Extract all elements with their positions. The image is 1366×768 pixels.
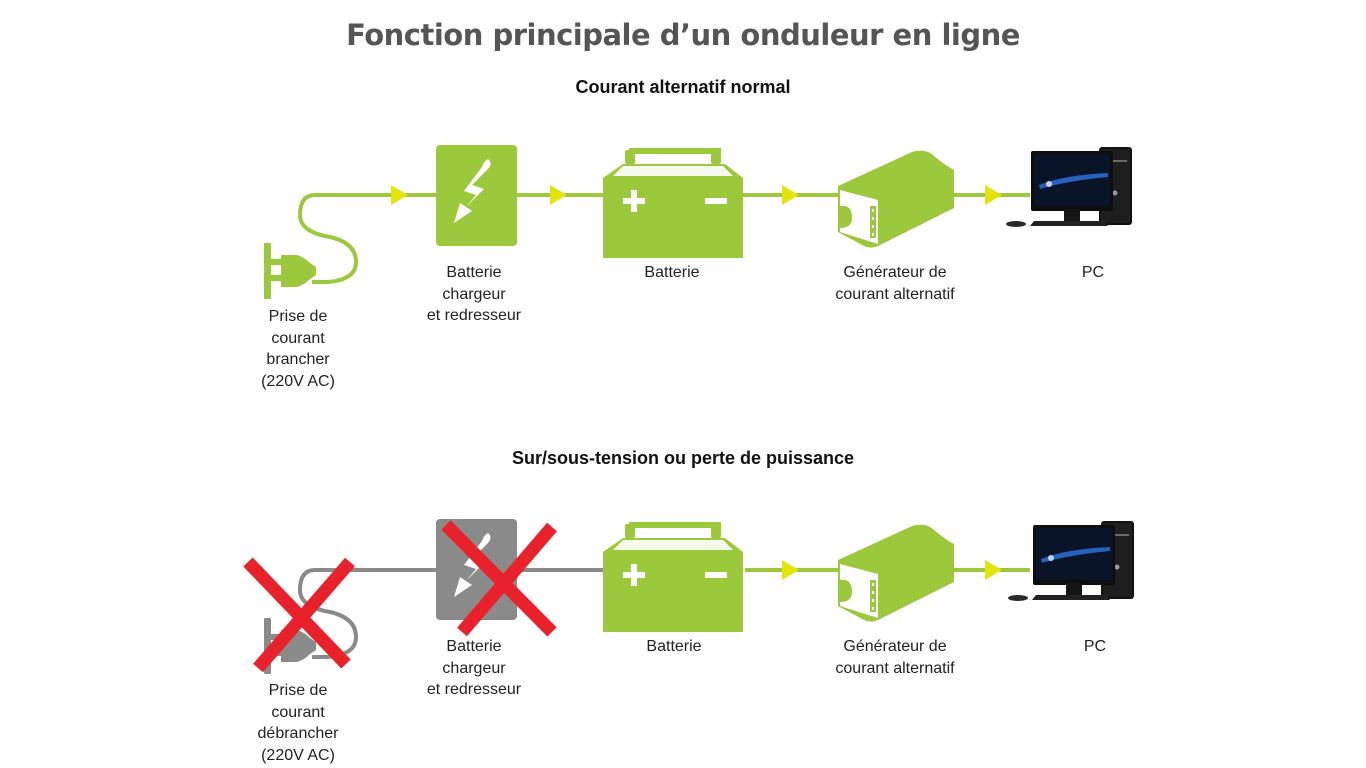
- label-line: Générateur de: [843, 638, 947, 655]
- label-line: Batterie: [646, 638, 702, 655]
- cable-line: [297, 193, 359, 284]
- battery-icon: [603, 148, 743, 258]
- inverter-label: Générateur de courant alternatif: [795, 262, 995, 305]
- pc-icon: [1008, 521, 1134, 601]
- cross-icon-outlet: [243, 557, 355, 673]
- label-line: Prise de: [268, 682, 328, 699]
- inverter-generator-icon: [838, 524, 954, 622]
- pc-label: PC: [993, 262, 1193, 284]
- label-line: courant alternatif: [835, 659, 955, 677]
- charger-label: Batterie chargeur et redresseur: [374, 636, 574, 701]
- label-line: brancher: [266, 351, 330, 368]
- power-plug-icon: [264, 243, 316, 299]
- cross-icon-charger: [441, 520, 557, 637]
- label-line: débrancher: [257, 725, 339, 742]
- label-line: Batterie: [446, 638, 502, 655]
- pc-icon: [1006, 147, 1132, 227]
- inverter-generator-icon: [838, 150, 954, 248]
- label-line: courant: [271, 703, 325, 721]
- lightning-icon: [454, 533, 491, 597]
- label-line: courant alternatif: [835, 285, 955, 303]
- label-line: Générateur de: [843, 264, 947, 281]
- outlet-label: Prise de courant débrancher (220V AC): [198, 680, 398, 766]
- label-line: Batterie: [446, 264, 502, 281]
- label-line: Prise de: [268, 308, 328, 325]
- outlet-label: Prise de courant brancher (220V AC): [198, 306, 398, 392]
- label-line: chargeur: [442, 285, 506, 303]
- flow-arrow-icon: [550, 185, 567, 205]
- scenario-1-flow: [264, 145, 1132, 299]
- label-line: et redresseur: [426, 681, 522, 698]
- label-line: chargeur: [442, 659, 506, 677]
- label-line: courant: [271, 329, 325, 347]
- label-line: Batterie: [644, 264, 700, 281]
- label-line: (220V AC): [261, 372, 335, 390]
- charger-rectifier-icon: [436, 145, 517, 246]
- inverter-label: Générateur de courant alternatif: [795, 636, 995, 679]
- flow-arrow-icon: [985, 185, 1002, 205]
- label-line: PC: [1081, 264, 1105, 281]
- flow-arrow-icon: [782, 185, 799, 205]
- pc-label: PC: [995, 636, 1195, 658]
- battery-label: Batterie: [572, 262, 772, 284]
- flow-arrow-icon: [985, 560, 1002, 580]
- battery-icon: [603, 522, 743, 632]
- flow-arrow-icon: [782, 560, 799, 580]
- scenario-2-flow: [243, 519, 1134, 674]
- scenario-2-heading: Sur/sous-tension ou perte de puissance: [511, 448, 855, 468]
- flow-arrow-icon: [391, 185, 408, 205]
- label-line: PC: [1083, 638, 1107, 655]
- label-line: (220V AC): [261, 746, 335, 764]
- page-title: Fonction principale d’un onduleur en lig…: [346, 18, 1020, 52]
- lightning-icon: [454, 159, 491, 223]
- battery-label: Batterie: [574, 636, 774, 658]
- charger-rectifier-icon: [436, 519, 517, 620]
- scenario-1-heading: Courant alternatif normal: [575, 77, 791, 97]
- cable-line-disconnected: [297, 568, 359, 659]
- charger-label: Batterie chargeur et redresseur: [374, 262, 574, 327]
- label-line: et redresseur: [426, 307, 522, 324]
